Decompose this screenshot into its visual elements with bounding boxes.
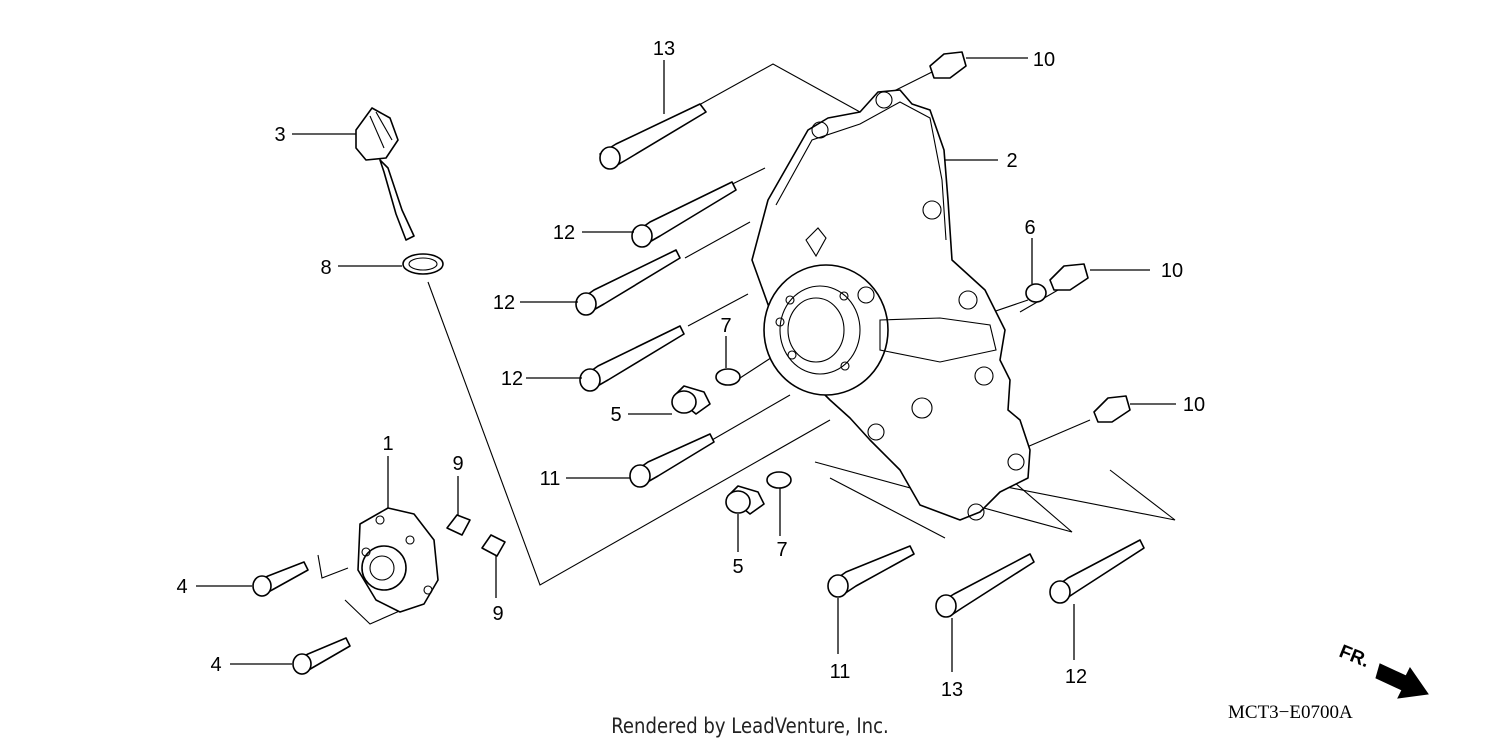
callout-3: 3 [274, 124, 285, 146]
diagram-code: MCT3−E0700A [1228, 702, 1353, 723]
callout-9: 9 [452, 453, 463, 475]
callout-12: 12 [501, 368, 523, 390]
front-direction-label: FR. [1336, 641, 1372, 672]
oil-filler-cap-part-3 [355, 107, 415, 241]
callout-6: 6 [1024, 217, 1035, 239]
o-ring-part-8 [402, 253, 444, 275]
front-direction-indicator: FR. [1336, 641, 1429, 699]
callout-7: 7 [720, 315, 731, 337]
callout-13: 13 [941, 679, 963, 701]
crankcase-cover-part-2 [751, 89, 1031, 521]
dowel-part-10 [929, 51, 1131, 423]
callout-10: 10 [1033, 49, 1055, 71]
washer-part-7 [715, 368, 792, 489]
flange-bolt-part-12 [575, 181, 1145, 604]
callout-1: 1 [382, 433, 393, 455]
callout-5: 5 [610, 404, 621, 426]
socket-bolt-part-4 [252, 561, 351, 675]
front-arrow-icon [1375, 663, 1429, 699]
render-credit: Rendered by LeadVenture, Inc. [611, 714, 889, 738]
callout-7: 7 [776, 539, 787, 561]
washer-part-6 [1025, 283, 1047, 303]
callout-11: 11 [830, 661, 851, 683]
callout-11: 11 [540, 468, 561, 490]
callout-8: 8 [320, 257, 331, 279]
callout-5: 5 [732, 556, 743, 578]
callout-13: 13 [653, 38, 675, 60]
callout-12: 12 [553, 222, 575, 244]
callout-10: 10 [1183, 394, 1205, 416]
leader-lines [196, 57, 1176, 672]
flange-bolt-part-11 [629, 433, 915, 598]
callout-9: 9 [492, 603, 503, 625]
callout-4: 4 [210, 654, 221, 676]
flange-bolt-part-13 [599, 103, 1035, 618]
bolt-part-5 [671, 385, 765, 515]
assembly-lines [317, 63, 1176, 625]
callout-labels: 13 10 3 2 12 6 10 8 12 7 12 5 10 1 9 11 … [176, 38, 1205, 701]
callout-4: 4 [176, 576, 187, 598]
callout-12: 12 [493, 292, 515, 314]
dowel-pin-part-9 [446, 514, 506, 557]
plate-part-1 [357, 507, 439, 613]
callout-12: 12 [1065, 666, 1087, 688]
callout-10: 10 [1161, 260, 1183, 282]
callout-2: 2 [1006, 150, 1017, 172]
